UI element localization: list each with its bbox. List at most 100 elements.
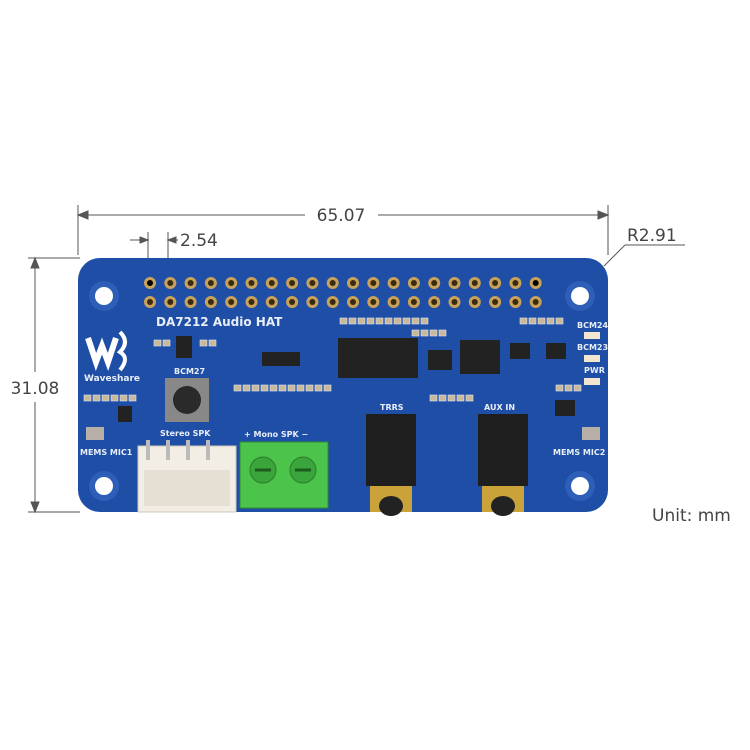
smd-component (305, 384, 314, 392)
mono-label: + Mono SPK − (244, 430, 308, 439)
header-pin-hole (309, 280, 316, 286)
header-pin-hole (370, 299, 377, 305)
smd-component (269, 384, 278, 392)
brand-label: Waveshare (84, 374, 140, 384)
smd-component (153, 339, 162, 347)
header-pin-hole (350, 280, 356, 286)
stereo-label: Stereo SPK (160, 429, 211, 438)
smd-component (339, 317, 348, 325)
smd-component (375, 317, 384, 325)
smd-component (555, 384, 564, 392)
led-bcm23 (584, 355, 600, 362)
header-pin-hole (207, 299, 214, 305)
smd-component (573, 384, 582, 392)
smd-component (357, 317, 366, 325)
smd-component (233, 384, 242, 392)
led-label-pwr: PWR (584, 366, 605, 375)
height-label: 31.08 (11, 379, 60, 399)
smd-component (110, 394, 119, 402)
header-pin-hole (268, 280, 275, 286)
pitch-label: 2.54 (180, 231, 218, 251)
chips (118, 336, 575, 422)
header-pin-hole (512, 299, 519, 305)
reset-button[interactable] (165, 378, 209, 422)
smd-component (447, 394, 456, 402)
header-pin-hole (248, 299, 255, 305)
smd-component (83, 394, 92, 402)
smd-component (348, 317, 357, 325)
header-pin-hole (410, 280, 417, 286)
trrs-jack[interactable] (366, 414, 416, 516)
smd-component (528, 317, 537, 325)
mono-speaker-terminal[interactable] (239, 441, 329, 509)
header-pin-hole (147, 299, 153, 305)
smd-component (208, 339, 217, 347)
header-pin-hole (410, 299, 417, 305)
header-pin-hole (309, 299, 316, 305)
mic2-label: MEMS MIC2 (553, 448, 605, 457)
header-pin-hole (431, 299, 438, 305)
smd-component (564, 384, 573, 392)
height-dimension (28, 256, 80, 514)
header-pin-hole (451, 280, 458, 286)
header-pin-hole (187, 280, 194, 286)
smd-component (128, 394, 137, 402)
aux-in-jack[interactable] (478, 414, 528, 516)
smd-component (519, 317, 528, 325)
smd-component (420, 317, 429, 325)
header-pin-hole (532, 299, 539, 305)
radius-label: R2.91 (627, 226, 677, 246)
smd-component (384, 317, 393, 325)
smd-component (456, 394, 465, 402)
smd-component (420, 329, 429, 337)
pitch-dimension (130, 232, 178, 280)
header-pin-hole (289, 280, 296, 286)
smd-component (402, 317, 411, 325)
header-pin-hole (431, 280, 438, 286)
stereo-speaker-connector[interactable] (137, 440, 237, 513)
smd-component (287, 384, 296, 392)
smd-component (314, 384, 323, 392)
header-pin-hole (329, 280, 336, 286)
header-pin-hole (329, 299, 336, 305)
smd-component (366, 317, 375, 325)
smd-component (162, 339, 171, 347)
smd-component (101, 394, 110, 402)
smd-component (429, 329, 438, 337)
header-pin-hole (492, 299, 499, 305)
button-label: BCM27 (174, 367, 205, 376)
smd-component (438, 329, 447, 337)
smd-component (251, 384, 260, 392)
smd-component (119, 394, 128, 402)
smd-component (438, 394, 447, 402)
smd-component (411, 317, 420, 325)
smd-component (92, 394, 101, 402)
header-pin-hole (370, 280, 377, 286)
header-pin-hole (228, 299, 235, 305)
smd-component (393, 317, 402, 325)
waveshare-logo (85, 330, 127, 372)
smd-component (242, 384, 251, 392)
mic1-label: MEMS MIC1 (80, 448, 133, 457)
radius-dimension (603, 244, 685, 267)
smd-component (323, 384, 332, 392)
smd-component (260, 384, 269, 392)
width-dimension (76, 205, 610, 255)
header-pin-hole (167, 299, 174, 305)
smd-component (537, 317, 546, 325)
smd-component (411, 329, 420, 337)
mems-mic2 (582, 427, 600, 440)
led-label-bcm23: BCM23 (577, 343, 608, 352)
header-pin-hole (532, 280, 539, 286)
header-pin-hole (248, 280, 255, 286)
led-pwr (584, 378, 600, 385)
led-label-bcm24: BCM24 (577, 321, 608, 330)
aux-label: AUX IN (484, 403, 515, 412)
header-pin-hole (167, 280, 174, 286)
unit-label: Unit: mm (652, 506, 731, 526)
header-pin-hole (228, 280, 235, 286)
smd-component (278, 384, 287, 392)
led-bcm24 (584, 332, 600, 339)
header-pin-hole (268, 299, 275, 305)
